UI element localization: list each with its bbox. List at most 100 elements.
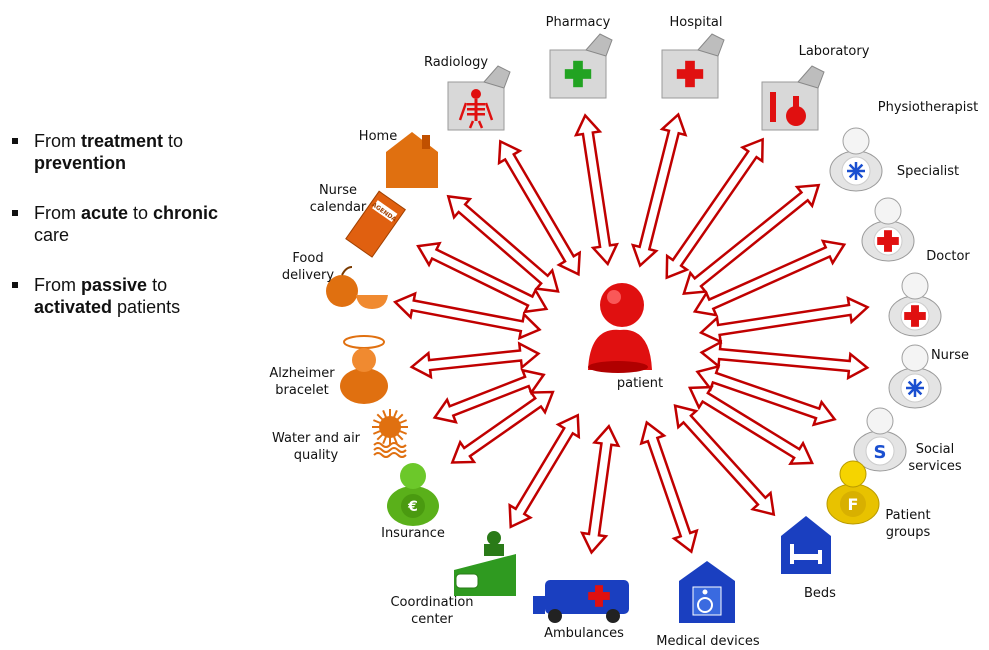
patient-groups-label: groups bbox=[886, 525, 931, 540]
bidirectional-arrow bbox=[416, 241, 549, 314]
bidirectional-arrow bbox=[639, 420, 699, 554]
bidirectional-arrow bbox=[409, 341, 541, 380]
physiotherapist-node: Physiotherapist bbox=[829, 100, 978, 192]
patient-label: patient bbox=[617, 376, 663, 391]
patient-icon bbox=[588, 283, 652, 373]
bidirectional-arrow bbox=[432, 368, 546, 424]
bidirectional-arrow bbox=[573, 113, 619, 267]
bidirectional-arrow bbox=[665, 137, 764, 280]
coordination-center-node: Coordination center bbox=[390, 531, 516, 627]
medical-devices-node: Medical devices bbox=[656, 561, 760, 649]
person-cross-icon bbox=[888, 272, 942, 337]
bullet-text: to bbox=[147, 275, 168, 295]
bullet-square-icon bbox=[12, 138, 18, 144]
person-star-icon bbox=[888, 344, 942, 409]
pharmacy-label: Pharmacy bbox=[546, 15, 611, 30]
person-f-icon: F bbox=[826, 460, 880, 525]
beds-label: Beds bbox=[804, 586, 836, 601]
bullet-text: From bbox=[34, 275, 81, 295]
coordination-center-label: center bbox=[411, 612, 453, 627]
bidirectional-arrow bbox=[698, 295, 870, 344]
radiology-label: Radiology bbox=[424, 55, 488, 70]
bullet-item: From acute to chronic care bbox=[10, 202, 230, 246]
bed-house-icon bbox=[781, 516, 831, 574]
bullet-text: From bbox=[34, 203, 81, 223]
bidirectional-arrow bbox=[446, 194, 560, 293]
bidirectional-arrow bbox=[450, 390, 555, 464]
bullet-emphasis: activated bbox=[34, 297, 113, 317]
operator-desk-icon bbox=[454, 531, 516, 596]
food-delivery-label: delivery bbox=[282, 268, 335, 283]
ambulances-node: Ambulances bbox=[533, 580, 629, 641]
bullet-emphasis: prevention bbox=[34, 153, 127, 173]
water-and-air-quality-node: Water and air quality bbox=[272, 409, 408, 463]
doctor-node: Doctor bbox=[888, 249, 970, 337]
person-star-icon bbox=[829, 127, 883, 192]
alzheimer-bracelet-label: Alzheimer bbox=[269, 366, 335, 381]
bullet-item: From treatment to prevention bbox=[10, 130, 230, 174]
pharmacy-node: Pharmacy bbox=[546, 15, 613, 99]
alzheimer-bracelet-node: Alzheimer bracelet bbox=[269, 335, 388, 404]
social-services-label: Social bbox=[916, 442, 955, 457]
bidirectional-arrow bbox=[673, 404, 776, 517]
specialist-node: Specialist bbox=[861, 164, 959, 262]
coordination-center-label: Coordination bbox=[390, 595, 473, 610]
food-bowl-icon bbox=[326, 266, 388, 309]
svg-text:S: S bbox=[874, 442, 887, 463]
bullet-text: From bbox=[34, 131, 81, 151]
bullet-emphasis: chronic bbox=[153, 203, 219, 223]
ambulances-label: Ambulances bbox=[544, 626, 624, 641]
sun-waves-icon bbox=[372, 409, 408, 458]
bullet-text: patients bbox=[112, 297, 181, 317]
bidirectional-arrow bbox=[392, 291, 542, 341]
home-node: Home bbox=[359, 129, 438, 188]
wheelchair-house-icon bbox=[679, 561, 735, 623]
home-label: Home bbox=[359, 129, 397, 144]
water-and-air-quality-label: quality bbox=[294, 448, 339, 463]
beds-node: Beds bbox=[781, 516, 836, 601]
green-cross-icon bbox=[549, 33, 613, 99]
laboratory-label: Laboratory bbox=[799, 44, 870, 59]
bullet-emphasis: treatment bbox=[81, 131, 164, 151]
bullet-square-icon bbox=[12, 282, 18, 288]
medical-devices-label: Medical devices bbox=[656, 634, 760, 649]
svg-text:F: F bbox=[848, 495, 859, 514]
bullet-item: From passive to activated patients bbox=[10, 274, 230, 318]
bullet-emphasis: passive bbox=[81, 275, 148, 295]
person-halo-icon bbox=[340, 335, 388, 404]
bidirectional-arrow bbox=[508, 413, 581, 529]
nurse-node: Nurse bbox=[888, 344, 969, 409]
flask-icon bbox=[761, 65, 825, 131]
agenda-book-icon: AGENDA bbox=[345, 190, 407, 258]
insurance-label: Insurance bbox=[381, 526, 445, 541]
radiology-node: Radiology bbox=[424, 55, 511, 131]
arrows bbox=[392, 112, 870, 555]
insurance-node: €Insurance bbox=[381, 463, 445, 541]
bullet-text: care bbox=[34, 225, 70, 245]
patient-groups-label: Patient bbox=[885, 508, 930, 523]
food-delivery-label: Food bbox=[292, 251, 323, 266]
red-cross-icon bbox=[661, 33, 725, 99]
water-and-air-quality-label: Water and air bbox=[272, 431, 361, 446]
bidirectional-arrow bbox=[699, 339, 870, 381]
bidirectional-arrow bbox=[687, 385, 815, 466]
skeleton-icon bbox=[447, 65, 511, 131]
bidirectional-arrow bbox=[630, 112, 688, 268]
laboratory-node: Laboratory bbox=[761, 44, 870, 131]
specialist-label: Specialist bbox=[897, 164, 959, 179]
nurse-label: Nurse bbox=[931, 348, 969, 363]
alzheimer-bracelet-label: bracelet bbox=[275, 383, 328, 398]
nurse-calendar-label: calendar bbox=[310, 200, 367, 215]
node-group: Pharmacy HospitalLaboratoryPhysiotherapis… bbox=[269, 15, 978, 649]
ambulance-icon bbox=[533, 580, 629, 623]
bidirectional-arrow bbox=[692, 239, 847, 317]
hospital-label: Hospital bbox=[669, 15, 722, 30]
hospital-node: Hospital bbox=[661, 15, 725, 99]
bidirectional-arrow bbox=[579, 424, 621, 555]
bullet-text: to bbox=[128, 203, 154, 223]
